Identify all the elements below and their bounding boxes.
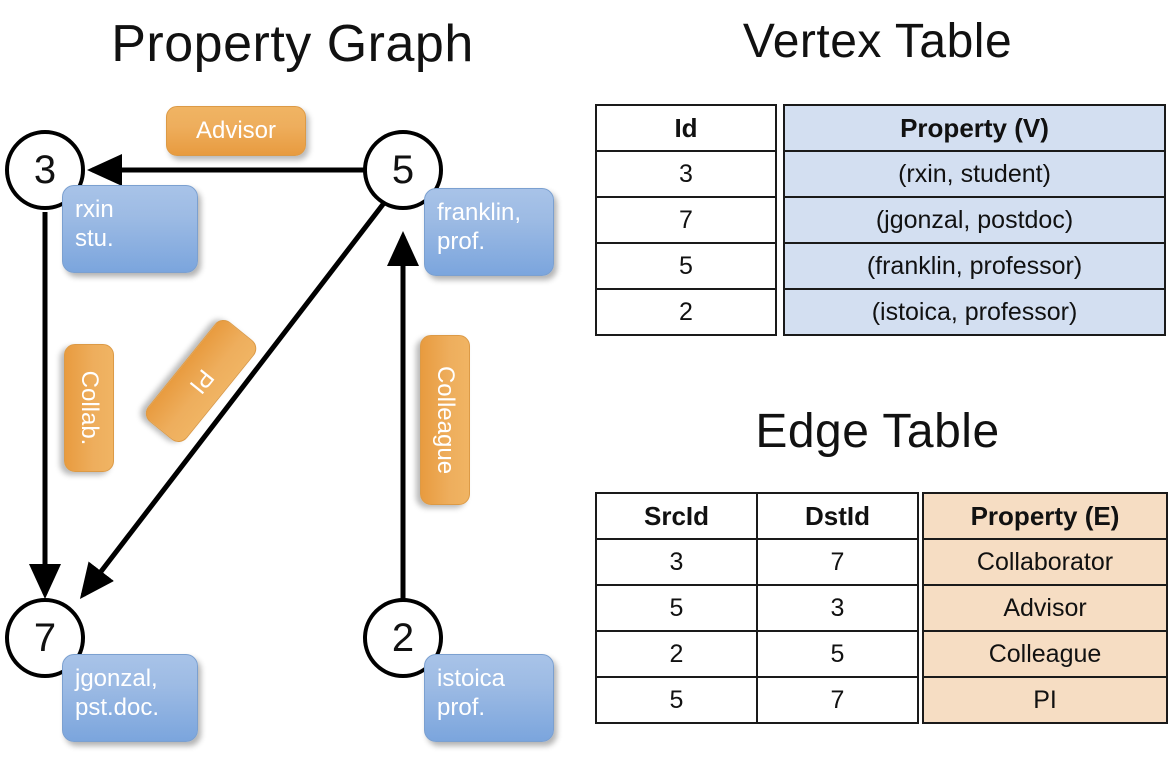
table-row[interactable]: 3 7 [595, 538, 919, 586]
edge-cell-src: 3 [595, 538, 758, 586]
edge-cell-src: 2 [595, 630, 758, 678]
edge-table-src-dst-columns: SrcId DstId 3 7 5 3 2 5 5 7 [595, 492, 919, 724]
node-property-istoica-line1: istoica [437, 665, 506, 692]
vertex-cell-id: 3 [595, 150, 777, 198]
node-property-jgonzal-line2: pst.doc. [75, 694, 160, 722]
table-header-row: Id [595, 104, 777, 152]
table-row[interactable]: Advisor [922, 584, 1168, 632]
graph-node-5-label: 5 [391, 147, 415, 192]
table-row[interactable]: (franklin, professor) [783, 242, 1166, 290]
node-property-franklin-line1: franklin, [437, 199, 522, 226]
edge-cell-src: 5 [595, 584, 758, 632]
vertex-cell-id: 2 [595, 288, 777, 336]
edge-cell-dst: 3 [756, 584, 919, 632]
node-property-box-jgonzal[interactable]: jgonzal, pst.doc. [62, 654, 198, 742]
node-property-jgonzal-line1: jgonzal, [75, 665, 158, 692]
page-title-vertex-table: Vertex Table [742, 15, 1013, 68]
table-row[interactable]: PI [922, 676, 1168, 724]
edge-label-collab[interactable]: Collab. [64, 344, 114, 472]
vertex-cell-property: (istoica, professor) [783, 288, 1166, 336]
vertex-table-property-column: Property (V) (rxin, student) (jgonzal, p… [783, 104, 1166, 336]
table-row[interactable]: (jgonzal, postdoc) [783, 196, 1166, 244]
node-property-franklin-line2: prof. [437, 228, 486, 256]
vertex-cell-property: (franklin, professor) [783, 242, 1166, 290]
table-row[interactable]: 7 [595, 196, 777, 244]
table-row[interactable]: Colleague [922, 630, 1168, 678]
vertex-cell-property: (rxin, student) [783, 150, 1166, 198]
edge-label-colleague-text: Colleague [432, 365, 459, 475]
node-property-box-rxin[interactable]: rxin stu. [62, 185, 198, 273]
vertex-header-property: Property (V) [783, 104, 1166, 152]
edge-label-colleague[interactable]: Colleague [420, 335, 470, 505]
graph-node-5[interactable]: 5 [363, 130, 443, 210]
table-header-row: Property (V) [783, 104, 1166, 152]
table-row[interactable]: 3 [595, 150, 777, 198]
table-row[interactable]: 5 3 [595, 584, 919, 632]
edge-cell-property: Advisor [922, 584, 1168, 632]
edge-header-dstid: DstId [756, 492, 919, 540]
edge-cell-property: Colleague [922, 630, 1168, 678]
edge-cell-dst: 7 [756, 676, 919, 724]
property-graph-diagram: 3 5 7 2 rxin stu. franklin, prof. jgonza… [5, 106, 554, 742]
node-property-rxin-line1: rxin [75, 196, 114, 223]
page-title-property-graph: Property Graph [111, 15, 474, 73]
graph-node-2-label: 2 [391, 615, 415, 660]
edge-label-advisor-text: Advisor [195, 117, 277, 144]
table-row[interactable]: (istoica, professor) [783, 288, 1166, 336]
vertex-cell-property: (jgonzal, postdoc) [783, 196, 1166, 244]
edge-label-pi-text: PI [183, 364, 220, 399]
graph-edges-layer [29, 154, 419, 608]
vertex-cell-id: 7 [595, 196, 777, 244]
table-row[interactable]: (rxin, student) [783, 150, 1166, 198]
node-property-rxin-line2: stu. [75, 225, 114, 253]
table-row[interactable]: 5 [595, 242, 777, 290]
vertex-header-id: Id [595, 104, 777, 152]
table-header-row: Property (E) [922, 492, 1168, 540]
edge-cell-property: PI [922, 676, 1168, 724]
vertex-table-id-column: Id 3 7 5 2 [595, 104, 777, 336]
edge-table-property-column: Property (E) Collaborator Advisor Collea… [922, 492, 1168, 724]
node-property-box-istoica[interactable]: istoica prof. [424, 654, 554, 742]
table-row[interactable]: Collaborator [922, 538, 1168, 586]
edge-header-property: Property (E) [922, 492, 1168, 540]
edge-cell-dst: 7 [756, 538, 919, 586]
edge-label-collab-text: Collab. [76, 370, 103, 446]
edge-label-advisor[interactable]: Advisor [166, 106, 306, 156]
node-property-istoica-line2: prof. [437, 694, 486, 722]
vertex-cell-id: 5 [595, 242, 777, 290]
edge-header-srcid: SrcId [595, 492, 758, 540]
node-property-box-franklin[interactable]: franklin, prof. [424, 188, 554, 276]
edge-cell-dst: 5 [756, 630, 919, 678]
edge-cell-src: 5 [595, 676, 758, 724]
page-title-edge-table: Edge Table [755, 405, 1000, 458]
table-row[interactable]: 5 7 [595, 676, 919, 724]
graph-node-3-label: 3 [33, 147, 57, 192]
graph-node-7-label: 7 [33, 615, 57, 660]
graph-node-2[interactable]: 2 [363, 598, 443, 678]
table-row[interactable]: 2 5 [595, 630, 919, 678]
edge-line-pi [79, 201, 386, 599]
table-header-row: SrcId DstId [595, 492, 919, 540]
edge-cell-property: Collaborator [922, 538, 1168, 586]
table-row[interactable]: 2 [595, 288, 777, 336]
